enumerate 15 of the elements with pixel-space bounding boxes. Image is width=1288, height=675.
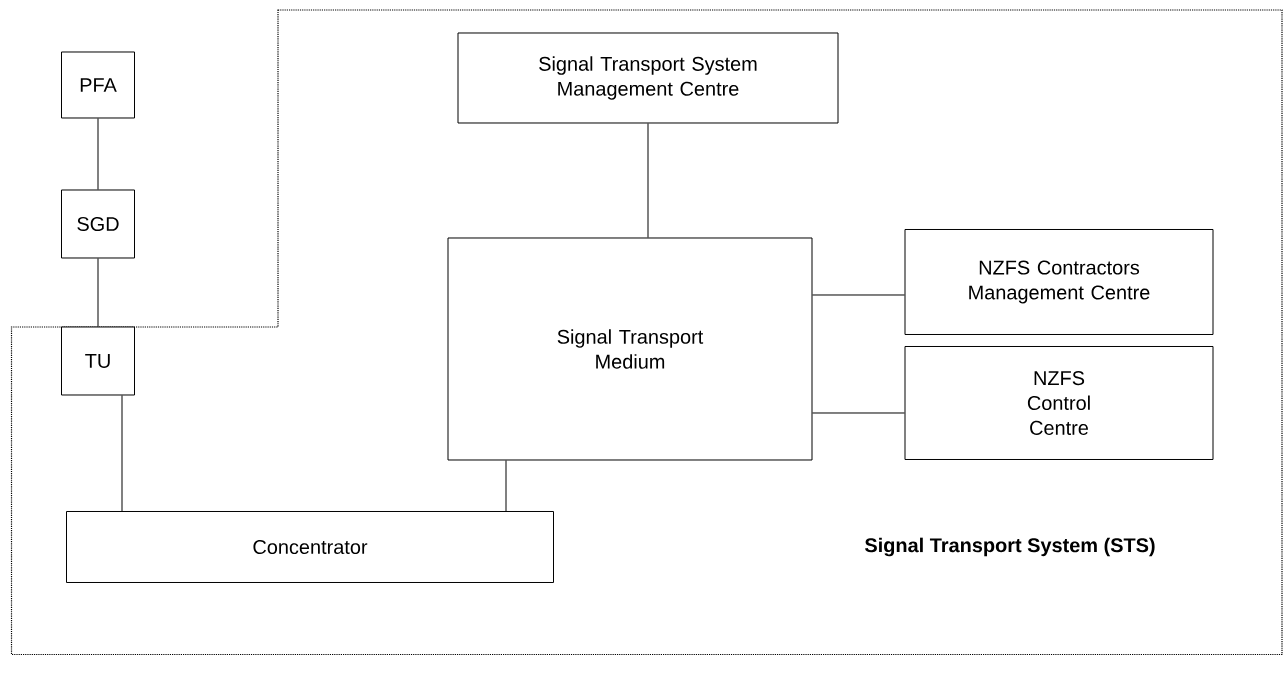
process-box: Concentrator: [66, 511, 554, 583]
connector-line: [505, 460, 507, 512]
connector-line: [647, 123, 649, 238]
process-box: NZFS Control Centre: [904, 346, 1214, 460]
process-box: PFA: [61, 51, 135, 119]
connector-line: [812, 412, 905, 414]
process-box: SGD: [61, 189, 135, 259]
connector-line: [97, 118, 99, 190]
process-box: TU: [61, 326, 135, 396]
connector-line: [97, 258, 99, 327]
connector-line: [121, 395, 123, 512]
process-box: NZFS Contractors Management Centre: [904, 229, 1214, 335]
process-box: Signal Transport System Management Centre: [457, 32, 839, 124]
process-box: Signal Transport Medium: [447, 237, 813, 461]
connector-line: [812, 294, 905, 296]
